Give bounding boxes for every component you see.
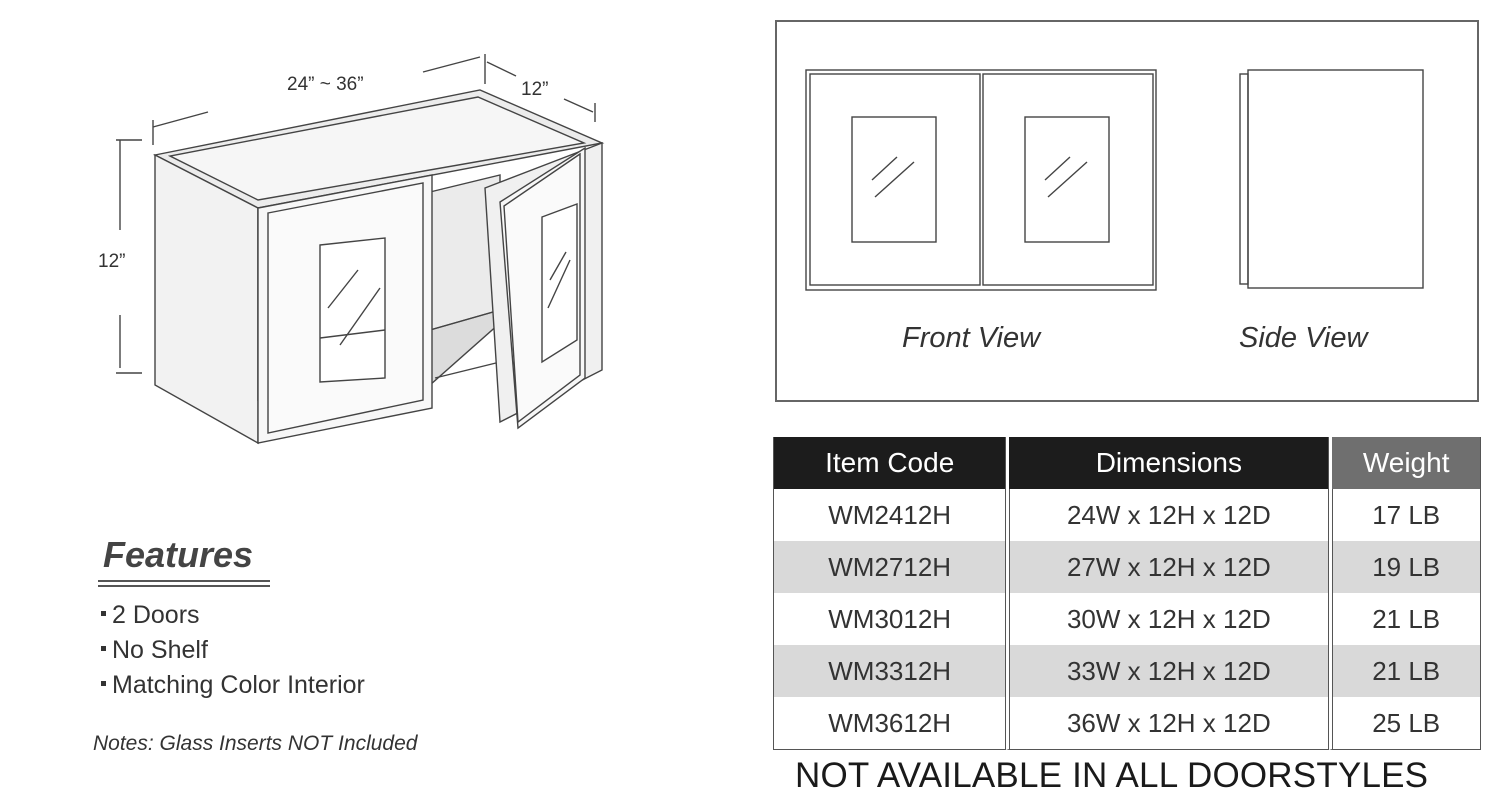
item-code-cell: WM3612H xyxy=(773,697,1007,750)
weight-cell: 21 LB xyxy=(1329,645,1481,697)
table-row: WM3312H 33W x 12H x 12D 21 LB xyxy=(773,645,1481,697)
width-dim-line-left xyxy=(152,111,209,128)
front-view-left-glass xyxy=(851,116,937,243)
side-view-door xyxy=(1239,73,1249,285)
bullet-icon xyxy=(101,646,106,652)
front-side-view-drawing xyxy=(805,69,1424,291)
table-row: WM3012H 30W x 12H x 12D 21 LB xyxy=(773,593,1481,645)
bullet-icon xyxy=(101,611,106,617)
item-code-cell: WM2712H xyxy=(773,541,1007,593)
features-underline xyxy=(98,585,270,587)
weight-cell: 17 LB xyxy=(1329,489,1481,541)
views-panel: Front View Side View xyxy=(775,20,1479,402)
bullet-icon xyxy=(101,681,106,687)
features-underline xyxy=(98,580,270,582)
header-dimensions: Dimensions xyxy=(1006,437,1330,489)
weight-cell: 25 LB xyxy=(1329,697,1481,750)
features-heading: Features xyxy=(103,534,254,575)
depth-dim-label: 12” xyxy=(521,79,548,100)
feature-item: No Shelf xyxy=(98,634,365,669)
width-dim-line-right xyxy=(422,56,481,73)
front-view-right-glass xyxy=(1024,116,1110,243)
item-code-cell: WM3012H xyxy=(773,593,1007,645)
front-view-left-door xyxy=(809,73,981,286)
header-item-code: Item Code xyxy=(773,437,1007,489)
feature-item: 2 Doors xyxy=(98,599,365,634)
front-view-frame xyxy=(805,69,1157,291)
dimensions-cell: 27W x 12H x 12D xyxy=(1006,541,1330,593)
dimensions-cell: 24W x 12H x 12D xyxy=(1006,489,1330,541)
cabinet-isometric-drawing: 24” ~ 36” 12” 12” xyxy=(98,54,605,445)
weight-cell: 21 LB xyxy=(1329,593,1481,645)
notes-text: Notes: Glass Inserts NOT Included xyxy=(93,732,418,755)
dimensions-cell: 33W x 12H x 12D xyxy=(1006,645,1330,697)
spec-table: Item Code Dimensions Weight WM2412H 24W … xyxy=(773,437,1481,750)
item-code-cell: WM2412H xyxy=(773,489,1007,541)
table-header-row: Item Code Dimensions Weight xyxy=(773,437,1481,489)
height-dim-label: 12” xyxy=(98,251,125,272)
side-view-box xyxy=(1247,69,1424,289)
table-row: WM3612H 36W x 12H x 12D 25 LB xyxy=(773,697,1481,750)
front-view-right-door xyxy=(982,73,1154,286)
dimensions-cell: 30W x 12H x 12D xyxy=(1006,593,1330,645)
item-code-cell: WM3312H xyxy=(773,645,1007,697)
availability-note: NOT AVAILABLE IN ALL DOORSTYLES xyxy=(795,756,1429,795)
table-row: WM2712H 27W x 12H x 12D 19 LB xyxy=(773,541,1481,593)
dimensions-cell: 36W x 12H x 12D xyxy=(1006,697,1330,750)
feature-item: Matching Color Interior xyxy=(98,669,365,704)
width-dim-label: 24” ~ 36” xyxy=(287,74,364,95)
table-row: WM2412H 24W x 12H x 12D 17 LB xyxy=(773,489,1481,541)
cabinet-body xyxy=(152,89,605,445)
header-weight: Weight xyxy=(1329,437,1481,489)
depth-dim-line-right xyxy=(563,98,594,113)
front-view-caption: Front View xyxy=(902,322,1041,354)
features-list: 2 Doors No Shelf Matching Color Interior xyxy=(98,599,365,704)
depth-dim-line-left xyxy=(486,61,517,77)
side-view-caption: Side View xyxy=(1239,322,1368,354)
weight-cell: 19 LB xyxy=(1329,541,1481,593)
